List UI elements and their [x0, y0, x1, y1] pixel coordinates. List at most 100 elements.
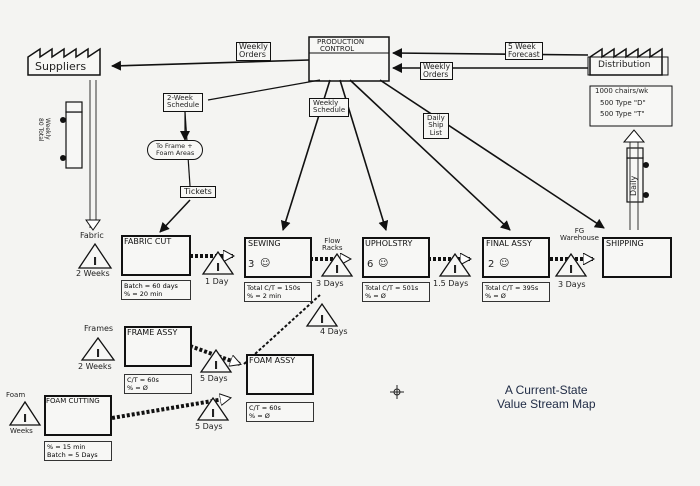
customer-demand-box: [589, 85, 673, 127]
forecast-l1: 5 Week: [508, 42, 536, 51]
frame-assy-data-2: % = Ø: [127, 384, 148, 393]
process-final-assy-name: FINAL ASSY: [486, 239, 532, 248]
title-line-1: A Current-State: [504, 383, 588, 397]
fabric-cut-data-1: Batch = 60 days: [124, 282, 178, 290]
foam-assy-data-1: C/T = 60s: [249, 404, 281, 412]
final-assy-operator-count: 2: [488, 259, 495, 270]
schedule-to-final-assy-arrow: [349, 79, 511, 231]
process-frame-assy: [124, 326, 192, 367]
inventory-fg-time: 3 Days: [558, 280, 586, 289]
inventory-after-upholstry-icon: I: [453, 263, 457, 276]
process-foam-assy-name: FOAM ASSY: [249, 356, 296, 365]
inventory-frames-icon: I: [96, 347, 100, 360]
forecast-box: 5 Week Forecast: [505, 42, 543, 60]
foam-assy-data-2: % = Ø: [249, 412, 270, 421]
to-frame-foam-l2: Foam Areas: [156, 148, 195, 157]
inventory-foam-label: Foam: [6, 391, 26, 399]
demand-line-3: 500 Type "T": [600, 110, 645, 118]
inventory-after-cut-icon: I: [216, 261, 220, 274]
process-shipping: [602, 237, 672, 278]
title-line-2: Value Stream Map: [497, 397, 596, 412]
foam-assy-data-box: C/T = 60s % = Ø: [246, 402, 314, 423]
inventory-frames-time: 2 Weeks: [78, 362, 112, 371]
upholstry-operator-count: 6: [367, 259, 374, 270]
two-week-schedule-l2: Schedule: [167, 101, 200, 110]
operator-icon: ☺: [499, 258, 510, 269]
to-frame-foam-l1: To Frame +: [156, 142, 193, 150]
flow-racks-l2: Racks: [322, 244, 343, 253]
inventory-after-foam-time: 5 Days: [195, 422, 223, 431]
upholstry-data-1: Total C/T = 501s: [365, 284, 419, 292]
final-assy-data-2: % = Ø: [485, 292, 506, 301]
two-week-schedule-line: [207, 79, 321, 101]
demand-line-1: 1000 chairs/wk: [595, 87, 649, 95]
fg-warehouse-l2: Warehouse: [560, 234, 599, 243]
process-upholstry: [362, 237, 430, 278]
process-shipping-name: SHIPPING: [606, 239, 644, 248]
inventory-triangles: [8, 242, 588, 426]
daily-ship-list-box: Daily Ship List: [423, 113, 449, 140]
upholstry-data-2: % = Ø: [365, 292, 386, 301]
sewing-data-2: % = 2 min: [247, 292, 282, 301]
shipment-arrow-icon: [622, 129, 646, 143]
weekly-schedule-box: Weekly Schedule: [309, 98, 350, 117]
fabric-cut-data-box: Batch = 60 days % = 20 min: [121, 280, 191, 301]
weekly-orders-left-box: Weekly Orders: [236, 42, 271, 61]
inventory-fabric-icon: I: [93, 255, 97, 268]
process-sewing-name: SEWING: [248, 239, 281, 248]
weekly-schedule-l1: Weekly: [313, 99, 339, 107]
weekly-orders-right-l2: Orders: [423, 69, 449, 79]
process-foam-cutting-name: FOAM CUTTING: [46, 397, 100, 405]
forecast-arrow: [392, 48, 589, 59]
outgoing-truck-label: Daily: [629, 175, 638, 196]
daily-ship-list-arrow: [379, 79, 605, 229]
sewing-data-box: Total C/T = 150s % = 2 min: [244, 282, 312, 303]
inventory-after-cut-time: 1 Day: [205, 277, 229, 286]
inventory-foam-time: Weeks: [10, 427, 33, 435]
weekly-orders-left-l2: Orders: [239, 50, 266, 60]
process-fabric-cut-name: FABRIC CUT: [124, 237, 172, 246]
inventory-frames-label: Frames: [84, 324, 114, 333]
demand-line-2: 500 Type "D": [600, 99, 646, 107]
inventory-upholstry-queue-icon: I: [320, 313, 324, 326]
flow-racks-label: Flow Racks: [322, 237, 343, 253]
daily-ship-list-l1: Daily: [427, 114, 445, 122]
two-week-schedule-box: 2-Week Schedule: [163, 93, 204, 112]
forecast-l2: Forecast: [508, 49, 540, 59]
fg-warehouse-l1: FG: [574, 227, 585, 235]
fg-warehouse-label: FG Warehouse: [560, 227, 599, 243]
process-sewing: [244, 237, 312, 278]
production-control-line-2: CONTROL: [320, 45, 355, 53]
sewing-data-1: Total C/T = 150s: [247, 284, 301, 292]
frame-assy-data-1: C/T = 60s: [127, 376, 159, 384]
distribution-factory-icon: [587, 47, 669, 76]
frame-assy-data-box: C/T = 60s % = Ø: [124, 374, 192, 395]
inventory-foam-icon: I: [23, 412, 27, 425]
final-assy-data-1: Total C/T = 395s: [485, 284, 539, 292]
tickets-box: Tickets: [180, 186, 216, 199]
process-upholstry-name: UPHOLSTRY: [365, 239, 413, 248]
move-cursor-icon: [390, 385, 404, 399]
inventory-after-frame-icon: I: [214, 359, 218, 372]
process-foam-assy: [246, 354, 314, 395]
operator-icon: ☺: [378, 258, 389, 269]
two-week-schedule-l1: 2-Week: [167, 94, 193, 102]
tickets-arrow: [159, 199, 191, 233]
operator-icon: ☺: [260, 258, 271, 269]
inventory-after-foam-icon: I: [211, 407, 215, 420]
daily-ship-list-l2: Ship: [428, 121, 444, 130]
inventory-upholstry-queue-time: 4 Days: [320, 327, 348, 336]
incoming-truck-label-2: 80 Total: [37, 118, 44, 142]
weekly-orders-right-l1: Weekly: [423, 62, 451, 71]
sewing-operator-count: 3: [248, 259, 255, 270]
supplier-factory-icon: [27, 47, 101, 76]
inventory-after-upholstry-time: 1.5 Days: [433, 279, 469, 288]
process-foam-cutting: [44, 395, 112, 436]
inventory-fg-icon: I: [569, 263, 573, 276]
foam-cutting-data-box: % = 15 min Batch = 5 Days: [44, 441, 112, 462]
daily-ship-list-l3: List: [429, 128, 442, 137]
suppliers-label: Suppliers: [35, 60, 87, 73]
orders-to-suppliers-arrow: [111, 59, 310, 71]
inbound-truck-icon: [60, 101, 83, 169]
